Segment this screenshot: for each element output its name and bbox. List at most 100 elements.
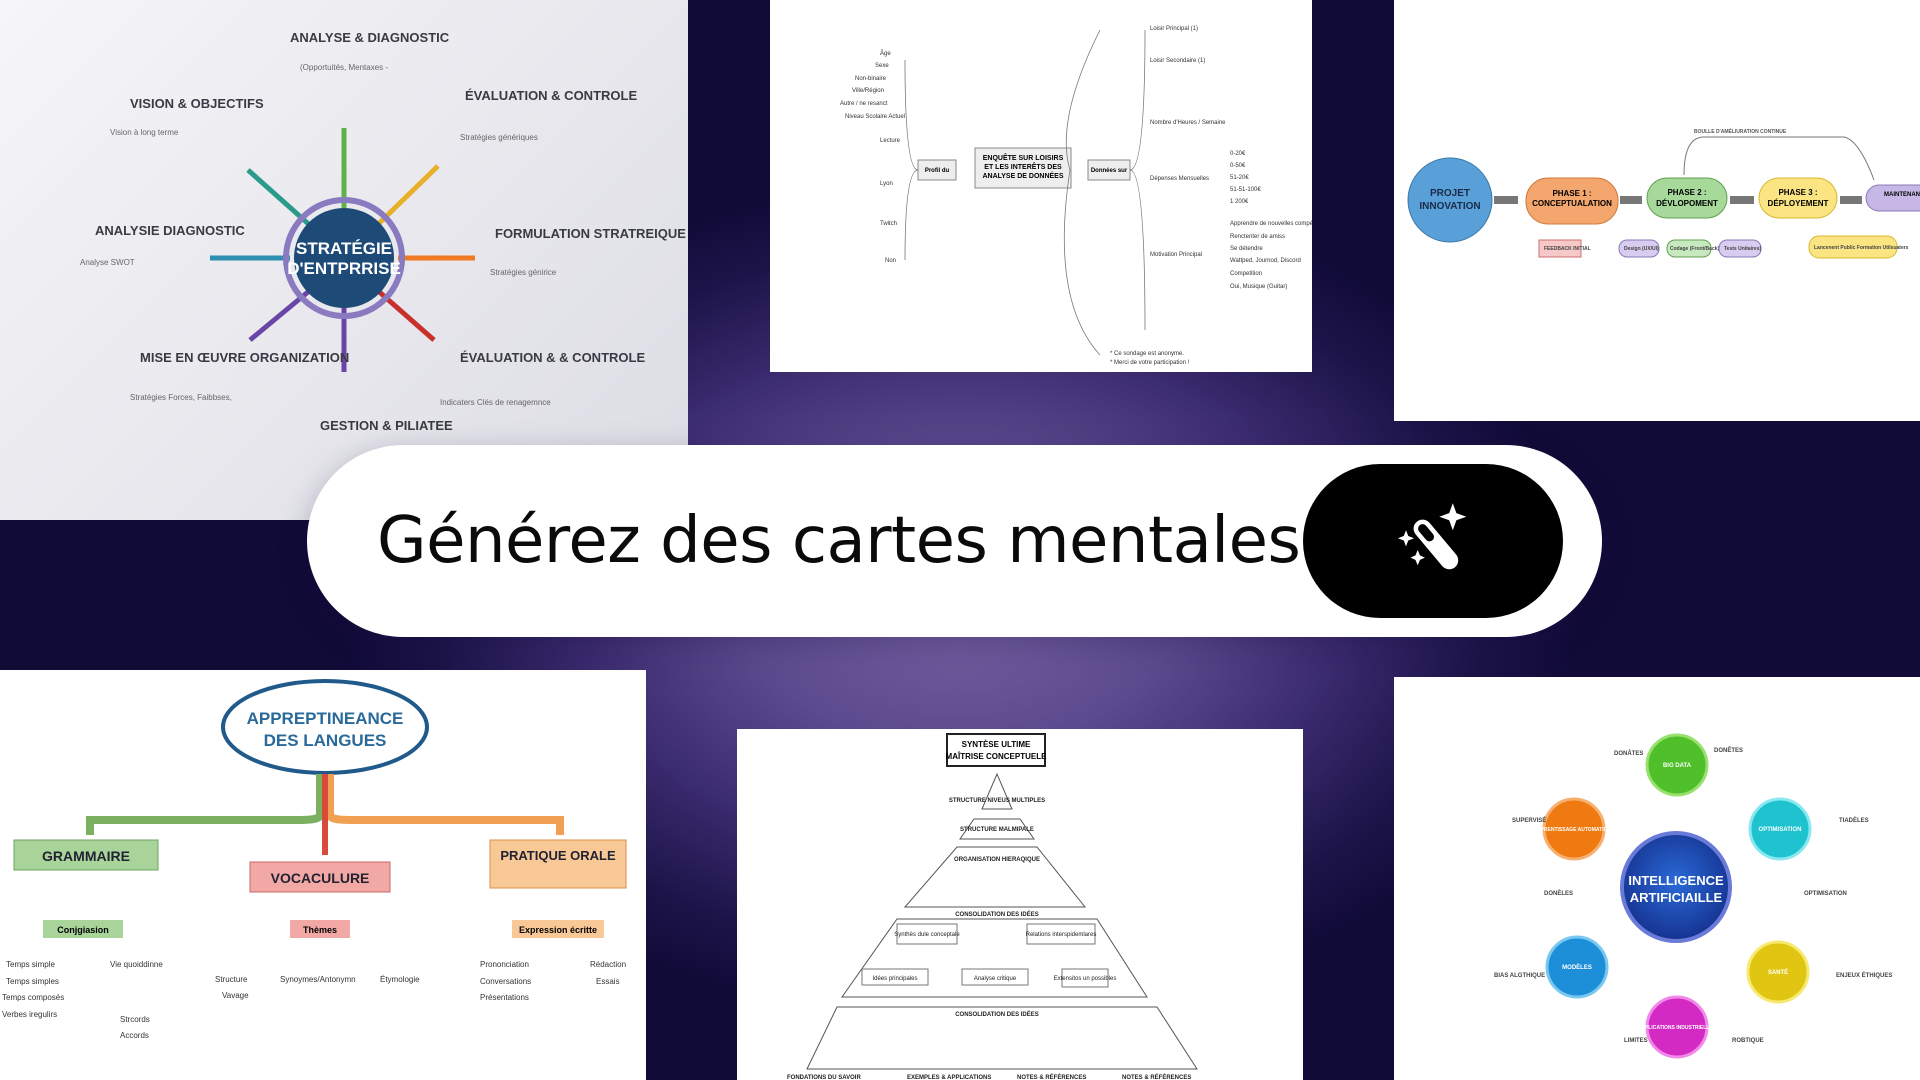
svg-text:Analyse SWOT: Analyse SWOT [80, 258, 135, 267]
svg-text:PHASE 3 :: PHASE 3 : [1778, 188, 1817, 197]
svg-text:Relations interspidemlares: Relations interspidemlares [1026, 932, 1097, 938]
svg-text:ENJEUX ÉTHIQUES: ENJEUX ÉTHIQUES [1836, 971, 1892, 979]
svg-text:* Merci de votre participation: * Merci de votre participation ! [1110, 360, 1190, 366]
svg-text:D'ENTPRRISE: D'ENTPRRISE [287, 259, 401, 278]
svg-text:SYNTÈSE ULTIME: SYNTÈSE ULTIME [962, 740, 1031, 749]
svg-text:Loisir Secondaire (1): Loisir Secondaire (1) [1150, 58, 1205, 64]
svg-text:Extensitos un possibles: Extensitos un possibles [1054, 976, 1117, 982]
svg-text:Expression écritte: Expression écritte [519, 925, 597, 935]
thumbnail-pyramid-diagram: SYNTÈSE ULTIME MAÎTRISE CONCEPTUELE STRU… [737, 729, 1303, 1080]
svg-text:Présentations: Présentations [480, 993, 529, 1002]
svg-text:OPTIMISATION: OPTIMISATION [1804, 891, 1847, 897]
svg-text:Motivation Principal: Motivation Principal [1150, 252, 1202, 258]
prompt-bar[interactable]: Générez des cartes mentales [307, 445, 1602, 637]
svg-text:Données sur: Données sur [1091, 168, 1128, 174]
svg-text:Temps simple: Temps simple [6, 960, 55, 969]
svg-text:PRATIQUE ORALE: PRATIQUE ORALE [500, 848, 616, 863]
svg-text:INTELLIGENCE: INTELLIGENCE [1628, 873, 1724, 888]
process-flow-image: PROJET INNOVATION PHASE 1 : CONCEPTUALAT… [1407, 127, 1920, 259]
svg-text:Apprendre de nouvelles compéte: Apprendre de nouvelles compéten [1230, 221, 1312, 227]
svg-text:DÉVLOPOMENT: DÉVLOPOMENT [1656, 199, 1718, 208]
svg-text:Synthès dule conceptale: Synthès dule conceptale [894, 932, 960, 938]
svg-text:PHASE 2 :: PHASE 2 : [1667, 188, 1706, 197]
svg-text:VOCACULURE: VOCACULURE [271, 870, 370, 886]
svg-text:Wattped, Journod, Discord: Wattped, Journod, Discord [1230, 258, 1301, 264]
prompt-text[interactable]: Générez des cartes mentales [377, 504, 1301, 578]
svg-text:Nombre d'Heures / Semaine: Nombre d'Heures / Semaine [1150, 120, 1226, 126]
svg-text:ARTIFICIAILLE: ARTIFICIAILLE [1630, 890, 1723, 905]
svg-text:ENQUÊTE SUR LOISIRS: ENQUÊTE SUR LOISIRS [983, 153, 1064, 162]
svg-text:Lancenent Public Formation Uti: Lancenent Public Formation Utilsuaters [1814, 245, 1909, 251]
svg-text:MISE EN ŒUVRE ORGANIZATION: MISE EN ŒUVRE ORGANIZATION [140, 350, 349, 365]
svg-text:ÉVALUATION & CONTROLE: ÉVALUATION & CONTROLE [465, 88, 637, 103]
svg-text:Âge: Âge [880, 50, 891, 57]
svg-text:NOTES & RÉFÉRENCES: NOTES & RÉFÉRENCES [1017, 1073, 1086, 1080]
svg-text:LIMITES: LIMITES [1624, 1038, 1648, 1044]
magic-wand-sparkles-icon [1397, 503, 1467, 570]
svg-text:Twitch: Twitch [880, 221, 897, 227]
svg-text:CONSOLIDATION DES IDÉES: CONSOLIDATION DES IDÉES [955, 910, 1039, 918]
svg-text:GRAMMAIRE: GRAMMAIRE [42, 848, 130, 864]
svg-text:Strcords: Strcords [120, 1015, 150, 1024]
svg-text:Design (UX/UI): Design (UX/UI) [1624, 246, 1659, 252]
svg-text:Thèmes: Thèmes [303, 925, 337, 935]
svg-text:BIAS ALGTHIQUE: BIAS ALGTHIQUE [1494, 973, 1545, 979]
svg-text:Essais: Essais [596, 977, 620, 986]
svg-text:ÉVALUATION & & CONTROLE: ÉVALUATION & & CONTROLE [460, 350, 645, 365]
svg-text:Temps composés: Temps composés [2, 993, 64, 1002]
thumbnail-process-flow: PROJET INNOVATION PHASE 1 : CONCEPTUALAT… [1394, 0, 1920, 421]
svg-text:Vavage: Vavage [222, 991, 249, 1000]
svg-text:APPLICATIONS INDUSTRIELLES: APPLICATIONS INDUSTRIELLES [1638, 1025, 1717, 1031]
svg-text:Verbes iregulirs: Verbes iregulirs [2, 1010, 57, 1019]
svg-text:* Ce sondage est anonyme.: * Ce sondage est anonyme. [1110, 351, 1184, 357]
svg-text:DONÊTES: DONÊTES [1714, 746, 1743, 754]
svg-text:TIADÈLES: TIADÈLES [1839, 816, 1869, 824]
svg-text:1 200€: 1 200€ [1230, 199, 1249, 205]
svg-text:Prononciation: Prononciation [480, 960, 529, 969]
svg-text:Accords: Accords [120, 1031, 149, 1040]
svg-text:(Opportuités, Mentaxes -: (Opportuités, Mentaxes - [300, 63, 388, 72]
thumbnail-strategy-mindmap: STRATÉGIE D'ENTPRRISE ANALYSE & DIAGNOST… [0, 0, 688, 520]
svg-text:Idées principales: Idées principales [872, 976, 917, 982]
svg-text:FEEDBACK INITIAL: FEEDBACK INITIAL [1544, 246, 1591, 252]
svg-text:Tests Unitaires): Tests Unitaires) [1724, 246, 1761, 252]
svg-text:Vie quoiddinne: Vie quoiddinne [110, 960, 163, 969]
svg-text:EXEMPLES & APPLICATIONS: EXEMPLES & APPLICATIONS [907, 1075, 991, 1080]
svg-text:51-51-100€: 51-51-100€ [1230, 187, 1261, 193]
svg-text:Rédaction: Rédaction [590, 960, 626, 969]
svg-text:Renctenter de amiss: Renctenter de amiss [1230, 234, 1285, 240]
svg-text:Loisir Principal (1): Loisir Principal (1) [1150, 26, 1198, 32]
svg-text:Sexe: Sexe [875, 63, 889, 69]
svg-text:Structure: Structure [215, 975, 248, 984]
svg-text:CONCEPTUALATION: CONCEPTUALATION [1532, 199, 1612, 208]
svg-text:CONSOLIDATION DES IDÉES: CONSOLIDATION DES IDÉES [955, 1010, 1039, 1018]
svg-text:Dépenses Mensuelles: Dépenses Mensuelles [1150, 176, 1209, 182]
svg-text:Conversations: Conversations [480, 977, 531, 986]
svg-text:Codage (Front/Back): Codage (Front/Back) [1670, 246, 1720, 252]
svg-text:APPREPTINEANCE: APPREPTINEANCE [247, 709, 404, 728]
svg-text:Lyon: Lyon [880, 181, 893, 187]
svg-text:ORGANISATION HIERAQIQUE: ORGANISATION HIERAQIQUE [954, 857, 1040, 863]
svg-text:Analyse critique: Analyse critique [974, 976, 1017, 982]
svg-text:DONÈLES: DONÈLES [1544, 889, 1573, 897]
svg-text:Temps simples: Temps simples [6, 977, 59, 986]
svg-text:Synoymes/Antonymn: Synoymes/Antonymn [280, 975, 356, 984]
strategy-mindmap-image: STRATÉGIE D'ENTPRRISE ANALYSE & DIAGNOST… [80, 30, 686, 433]
svg-text:0-20€: 0-20€ [1230, 151, 1246, 157]
svg-text:DÉPLOYEMENT: DÉPLOYEMENT [1768, 199, 1829, 208]
svg-text:Stratégies génériques: Stratégies génériques [460, 133, 538, 142]
thumbnail-survey-mindmap: ENQUÊTE SUR LOISIRS ET LES INTERÊTS DES … [770, 0, 1312, 372]
svg-text:Non-binaire: Non-binaire [855, 76, 887, 82]
svg-text:BIG DATA: BIG DATA [1663, 763, 1692, 769]
generate-button[interactable] [1303, 464, 1563, 618]
svg-text:SANTÉ: SANTÉ [1768, 968, 1788, 976]
svg-text:MAÎTRISE CONCEPTUELE: MAÎTRISE CONCEPTUELE [946, 752, 1048, 761]
svg-text:STRATÉGIE: STRATÉGIE [296, 239, 392, 258]
svg-text:ANALYSE DE DONNÉES: ANALYSE DE DONNÉES [982, 171, 1063, 180]
svg-text:NOTES & RÉFÉRENCES: NOTES & RÉFÉRENCES [1122, 1073, 1191, 1080]
svg-text:Oui, Musique (Guitar): Oui, Musique (Guitar) [1230, 284, 1287, 290]
svg-text:ROBTIQUE: ROBTIQUE [1732, 1038, 1764, 1044]
svg-text:INNOVATION: INNOVATION [1419, 201, 1480, 212]
svg-text:OPTIMISATION: OPTIMISATION [1759, 827, 1802, 833]
svg-text:PROJET: PROJET [1430, 188, 1470, 199]
